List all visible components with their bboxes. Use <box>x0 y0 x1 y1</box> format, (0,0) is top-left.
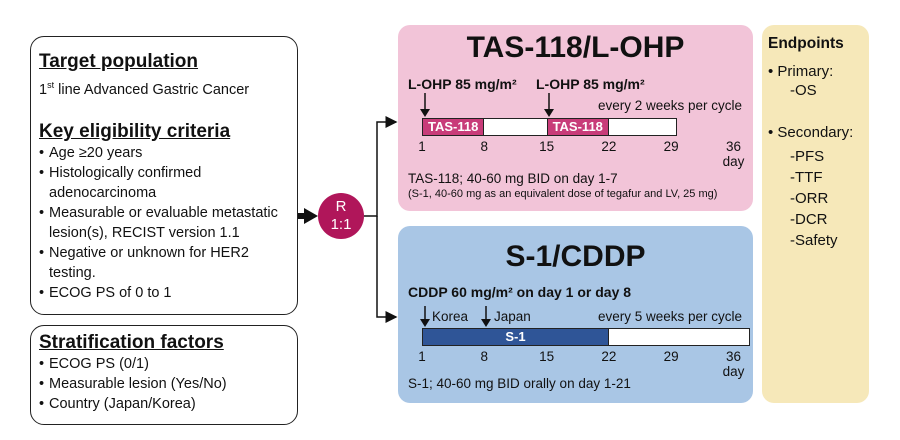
secondary-label-text: Secondary: <box>777 124 854 141</box>
arm-a-segment-1: TAS-118 <box>422 118 485 136</box>
arm-b-day-label: day <box>722 364 745 379</box>
down-arrow-icon <box>481 319 491 327</box>
primary-endpoint-label: • Primary: <box>768 63 834 80</box>
target-line-sup: st <box>47 80 55 90</box>
target-line-rest: line Advanced Gastric Cancer <box>54 81 250 98</box>
eligibility-item: Age ≥20 years <box>39 143 289 163</box>
stratification-heading: Stratification factors <box>39 332 224 353</box>
arm-b-dose-label: CDDP 60 mg/m² on day 1 or day 8 <box>408 284 632 300</box>
arm-a-day-label: day <box>722 154 745 169</box>
arm-b-tick-label: 1 <box>418 349 426 364</box>
arm-a-subnote: (S-1, 40-60 mg as an equivalent dose of … <box>408 188 718 200</box>
secondary-endpoint-item: -Safety <box>790 232 838 249</box>
arm-tas118-panel: TAS-118/L-OHP L-OHP 85 mg/m² L-OHP 85 mg… <box>398 25 753 211</box>
arm-b-title: S-1/CDDP <box>505 240 646 273</box>
arm-b-cycle-text: every 5 weeks per cycle <box>598 309 743 324</box>
arm-a-note: TAS-118; 40-60 mg BID on day 1-7 <box>408 171 618 186</box>
primary-label-text: Primary: <box>777 63 834 80</box>
arm-a-segment-2: TAS-118 <box>546 118 609 136</box>
secondary-endpoint-item: -DCR <box>790 211 828 228</box>
randomization-ratio: 1:1 <box>330 216 352 233</box>
eligibility-heading: Key eligibility criteria <box>39 121 231 142</box>
arm-b-tick-label: 22 <box>601 349 617 364</box>
arm-a-dose-label-2: L-OHP 85 mg/m² <box>536 76 645 92</box>
arm-a-dose-label-1: L-OHP 85 mg/m² <box>408 76 517 92</box>
arm-a-tick-label: 15 <box>539 139 555 154</box>
arm-b-note: S-1; 40-60 mg BID orally on day 1-21 <box>408 376 631 391</box>
arm-b-marker-korea: Korea <box>432 309 469 324</box>
arm-b-dose-arrows <box>420 306 491 327</box>
arm-b-tick-label: 29 <box>663 349 679 364</box>
branch-to-arm-b <box>376 216 398 323</box>
stratification-list: ECOG PS (0/1) Measurable lesion (Yes/No)… <box>39 354 289 414</box>
endpoints-panel: Endpoints • Primary: -OS • Secondary: -P… <box>762 25 869 403</box>
arm-b-tick-label: 8 <box>480 349 489 364</box>
to-randomize-arrowhead <box>304 208 318 224</box>
arm-b-tick-label: 15 <box>539 349 555 364</box>
down-arrow-icon <box>420 109 430 117</box>
target-population-heading: Target population <box>39 51 199 72</box>
eligibility-panel: Target population 1st line Advanced Gast… <box>30 36 298 315</box>
arm-a-title: TAS-118/L-OHP <box>466 31 685 64</box>
eligibility-item: Measurable or evaluable metastatic lesio… <box>39 203 289 243</box>
secondary-endpoint-list: -PFS -TTF -ORR -DCR -Safety <box>790 146 838 251</box>
branch-to-arm-a <box>364 116 398 217</box>
eligibility-item: Negative or unknown for HER2 testing. <box>39 243 289 283</box>
stratification-item: ECOG PS (0/1) <box>39 354 289 374</box>
stratification-item: Country (Japan/Korea) <box>39 394 289 414</box>
randomization-label: R <box>335 198 347 215</box>
arm-s1-panel: S-1/CDDP CDDP 60 mg/m² on day 1 or day 8… <box>398 226 753 403</box>
target-line-number: 1 <box>39 81 48 98</box>
stratification-item: Measurable lesion (Yes/No) <box>39 374 289 394</box>
eligibility-item: ECOG PS of 0 to 1 <box>39 283 289 303</box>
primary-endpoint-item: -OS <box>790 82 817 99</box>
arm-a-cycle-text: every 2 weeks per cycle <box>598 98 743 113</box>
secondary-endpoint-item: -TTF <box>790 169 823 186</box>
arm-b-segment-1: S-1 <box>422 328 609 346</box>
arm-a-tick-label: 22 <box>601 139 617 154</box>
eligibility-list: Age ≥20 years Histologically confirmed a… <box>39 143 289 303</box>
secondary-endpoint-item: -PFS <box>790 148 825 165</box>
arm-a-dose-arrows <box>420 93 554 117</box>
down-arrow-icon <box>420 319 430 327</box>
arm-a-tick-label: 29 <box>663 139 679 154</box>
secondary-endpoint-label: • Secondary: <box>768 124 854 141</box>
stratification-panel: Stratification factors ECOG PS (0/1) Mea… <box>30 325 298 425</box>
arm-b-tick-label: 36 <box>725 349 742 364</box>
eligibility-item: Histologically confirmed adenocarcinoma <box>39 163 289 203</box>
down-arrow-icon <box>544 109 554 117</box>
arm-a-tick-label: 36 <box>725 139 742 154</box>
arm-a-tick-label: 1 <box>418 139 426 154</box>
secondary-endpoint-item: -ORR <box>790 190 829 207</box>
arm-a-tick-label: 8 <box>480 139 489 154</box>
arm-b-marker-japan: Japan <box>494 309 531 324</box>
target-population-text: 1st line Advanced Gastric Cancer <box>39 75 249 100</box>
endpoints-heading: Endpoints <box>768 35 844 52</box>
randomization-circle: R 1:1 <box>318 193 364 239</box>
